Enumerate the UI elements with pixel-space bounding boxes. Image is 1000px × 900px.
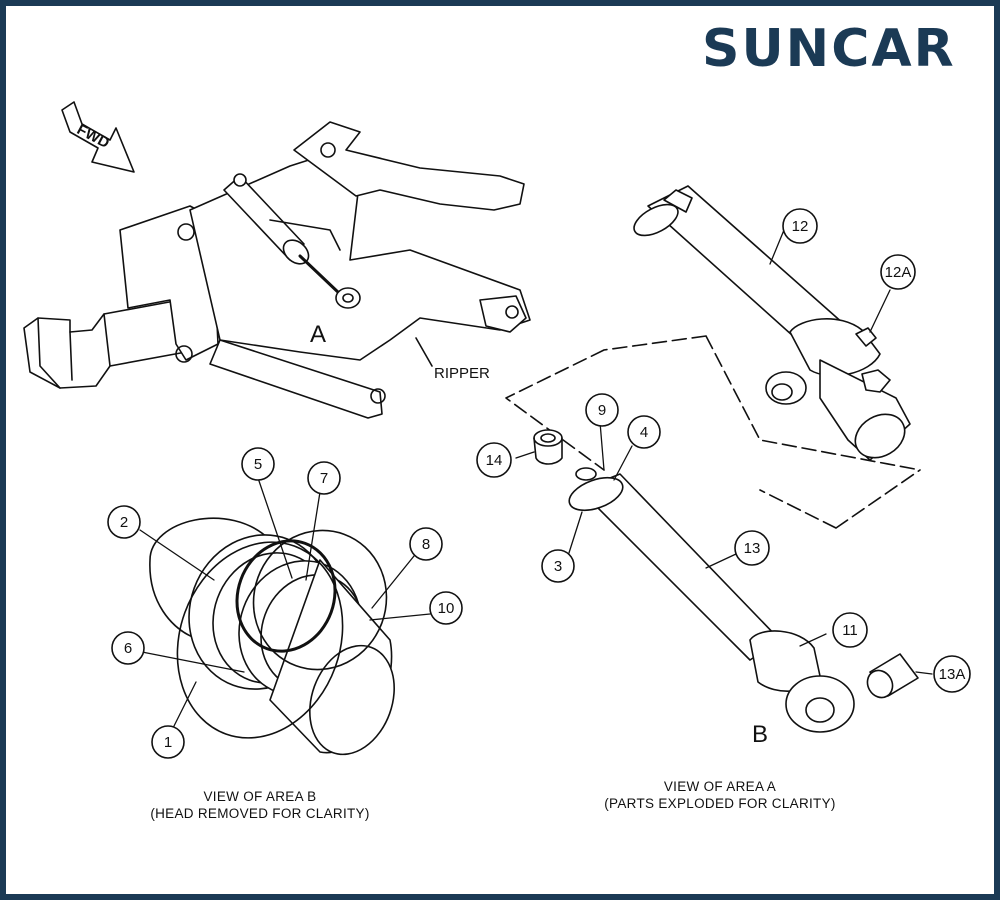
callout-3-label: 3 bbox=[554, 558, 562, 575]
callout-14-label: 14 bbox=[486, 452, 503, 469]
callout-11-label: 11 bbox=[842, 622, 858, 639]
area-b-caption: VIEW OF AREA B (HEAD REMOVED FOR CLARITY… bbox=[110, 788, 410, 822]
callout-13a-circle bbox=[933, 655, 971, 693]
fwd-label: FWD bbox=[74, 121, 112, 152]
callout-13-label: 13 bbox=[744, 540, 761, 557]
exploded-view-outline bbox=[505, 335, 921, 529]
area-b-caption-line2: (HEAD REMOVED FOR CLARITY) bbox=[150, 806, 370, 821]
callout-7-circle bbox=[307, 461, 341, 495]
bushing-13a-illustration bbox=[866, 653, 919, 699]
callout-labels: 1 2 3 4 5 6 7 8 9 10 11 12 12A 13 13A 14 bbox=[120, 218, 966, 751]
callout-1-label: 1 bbox=[164, 734, 172, 751]
piston-illustration bbox=[149, 517, 395, 756]
ripper-label: RIPPER bbox=[434, 365, 490, 382]
callout-5-circle bbox=[241, 447, 275, 481]
fwd-arrow-icon: FWD bbox=[61, 101, 135, 173]
area-a-caption-line1: VIEW OF AREA A bbox=[663, 779, 777, 794]
callout-8-label: 8 bbox=[422, 536, 430, 553]
callout-12-label: 12 bbox=[792, 218, 809, 235]
area-a-caption: VIEW OF AREA A (PARTS EXPLODED FOR CLARI… bbox=[560, 778, 880, 812]
callout-3-circle bbox=[541, 549, 575, 583]
callout-12a-circle bbox=[880, 254, 916, 290]
callout-14-circle bbox=[476, 442, 512, 478]
callout-13a-label: 13A bbox=[939, 666, 966, 683]
callout-4-label: 4 bbox=[640, 424, 648, 441]
callout-10-circle bbox=[429, 591, 463, 625]
bushing-14-illustration bbox=[533, 429, 563, 465]
callout-6-circle bbox=[111, 631, 145, 665]
callout-2-circle bbox=[107, 505, 141, 539]
ripper-leader bbox=[415, 337, 433, 367]
callout-10-label: 10 bbox=[438, 600, 455, 617]
area-a-caption-line2: (PARTS EXPLODED FOR CLARITY) bbox=[604, 796, 836, 811]
callout-12a-label: 12A bbox=[885, 264, 912, 281]
area-b-label: B bbox=[752, 721, 768, 748]
logo-text: SUNCAR bbox=[702, 19, 956, 79]
callout-7-label: 7 bbox=[320, 470, 328, 487]
rod-13-illustration bbox=[568, 467, 855, 733]
callout-1-circle bbox=[151, 725, 185, 759]
callout-12-circle bbox=[782, 208, 818, 244]
callout-11-circle bbox=[832, 612, 868, 648]
area-a-label: A bbox=[310, 321, 326, 348]
callout-6-label: 6 bbox=[124, 640, 132, 657]
callout-4-circle bbox=[627, 415, 661, 449]
callout-9-circle bbox=[585, 393, 619, 427]
callout-13-circle bbox=[734, 530, 770, 566]
leader-lines bbox=[139, 229, 933, 731]
callout-2-label: 2 bbox=[120, 514, 128, 531]
callout-circles bbox=[107, 208, 971, 759]
callout-5-label: 5 bbox=[254, 456, 262, 473]
cylinder-12-illustration bbox=[633, 185, 911, 461]
ripper-frame-illustration bbox=[23, 121, 531, 419]
callout-8-circle bbox=[409, 527, 443, 561]
area-b-caption-line1: VIEW OF AREA B bbox=[203, 789, 317, 804]
suncar-logo: SUNCAR bbox=[702, 19, 956, 79]
callout-9-label: 9 bbox=[598, 402, 606, 419]
